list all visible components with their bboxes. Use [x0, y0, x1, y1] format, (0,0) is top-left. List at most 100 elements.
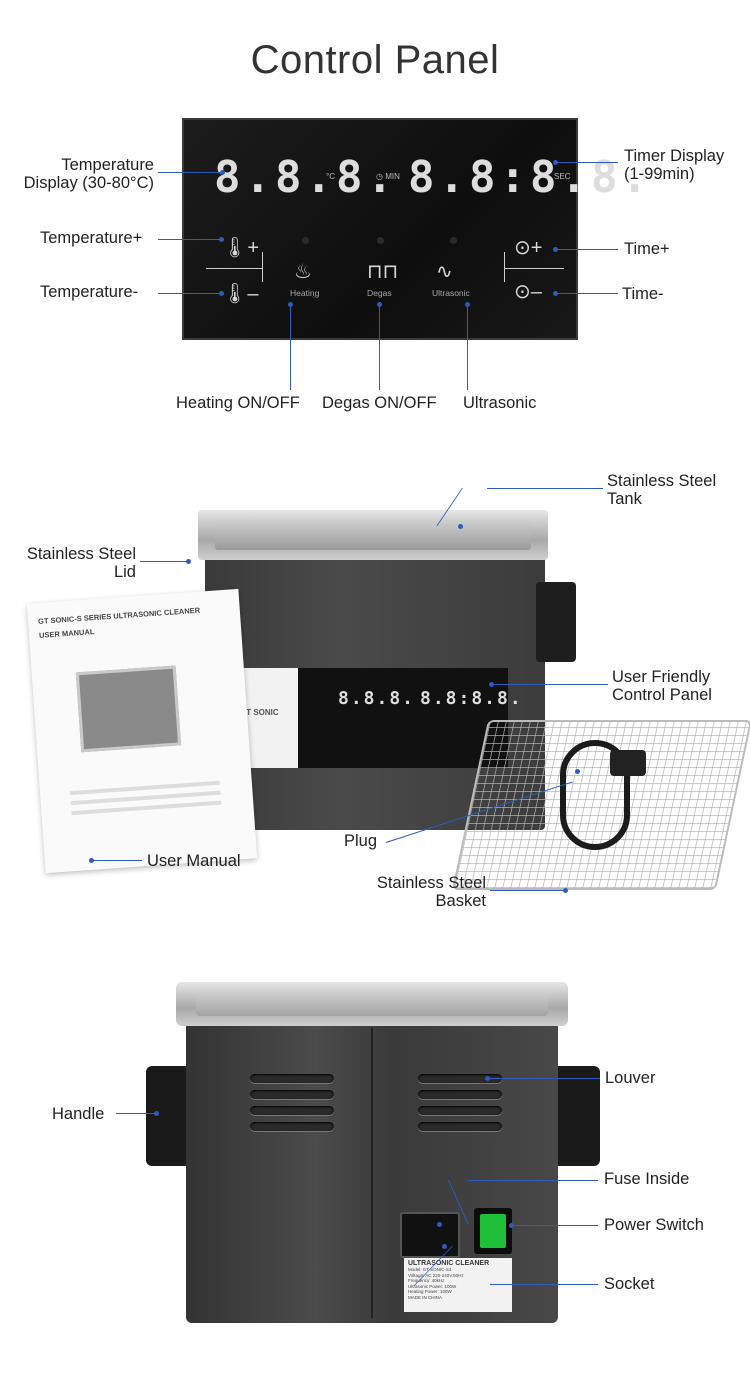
nameplate-title: ULTRASONIC CLEANER [408, 1260, 490, 1267]
nameplate-line: MADE IN CHINA [408, 1294, 443, 1300]
callout-dot [154, 1111, 159, 1116]
label-temperature-display: Temperature Display (30-80°C) [10, 156, 154, 192]
divider [504, 268, 564, 269]
time-plus-button[interactable]: ⊙+ [514, 238, 542, 258]
manual-heading: GT SONIC-S SERIES ULTRASONIC CLEANER [37, 605, 201, 626]
nameplate-line: Ultrasonic Power: 100W [408, 1283, 457, 1289]
callout-dot [219, 291, 224, 296]
label-plug: Plug [344, 832, 378, 850]
callout-dot [220, 170, 225, 175]
louver-slot [250, 1090, 334, 1099]
tank-opening [215, 520, 531, 550]
nameplate-line: Voltage: AC 220-240V,50Hz [408, 1272, 464, 1278]
divider [504, 252, 505, 282]
label-line: Stainless Steel [26, 545, 136, 563]
louver-slot [418, 1106, 502, 1115]
callout-dot [489, 682, 494, 687]
callout-line [158, 293, 222, 294]
time-minus-button[interactable]: ⊙– [514, 282, 542, 302]
callout-line [468, 1180, 598, 1181]
callout-dot [553, 247, 558, 252]
timer-digits: 8.8:8.8. [408, 152, 652, 203]
label-time-minus: Time- [622, 285, 664, 303]
nameplate-line: Frequency: 40kHz [408, 1278, 445, 1283]
sec-label: SEC [554, 172, 571, 181]
callout-line [492, 684, 608, 685]
temperature-minus-button[interactable]: 🌡︎– [222, 284, 259, 304]
callout-dot [553, 160, 558, 165]
temperature-unit: °C [326, 172, 335, 181]
label-louver: Louver [605, 1069, 656, 1087]
panel-seam [371, 1028, 373, 1318]
callout-line [556, 249, 618, 250]
divider [206, 268, 262, 269]
heating-icon: ♨ [294, 261, 312, 283]
thermometer-minus-icon: 🌡︎– [222, 283, 259, 305]
label-temperature-plus: Temperature+ [40, 229, 143, 247]
min-label: MIN [385, 172, 400, 181]
callout-line [116, 1113, 156, 1114]
ultrasonic-button[interactable]: ∿ [436, 262, 453, 282]
callout-line [158, 239, 222, 240]
thermometer-plus-icon: 🌡︎+ [222, 237, 260, 259]
louver-slot [418, 1090, 502, 1099]
callout-dot [575, 769, 580, 774]
label-line: Lid [113, 563, 136, 581]
callout-line [140, 561, 188, 562]
callout-line [556, 293, 618, 294]
power-switch-housing [474, 1208, 512, 1254]
label-user-manual: User Manual [147, 852, 241, 870]
callout-line [488, 1078, 600, 1079]
label-line: Stainless Steel [607, 472, 717, 490]
label-line: Tank [607, 490, 642, 508]
callout-dot [553, 291, 558, 296]
degas-led [377, 237, 384, 244]
label-power-switch: Power Switch [604, 1216, 704, 1234]
clock-plus-icon: ⊙+ [514, 237, 543, 259]
callout-dot [563, 888, 568, 893]
label-basket: Stainless Steel Basket [330, 874, 486, 910]
label-control-panel: User Friendly Control Panel [612, 668, 712, 704]
power-cord [560, 740, 630, 850]
plug [610, 750, 646, 776]
label-socket: Socket [604, 1275, 655, 1293]
left-handle [146, 1066, 192, 1166]
label-line: Display (30-80°C) [23, 174, 154, 192]
clock-icon: ◷ MIN [376, 172, 400, 181]
label-time-plus: Time+ [624, 240, 670, 258]
label-handle: Handle [52, 1105, 105, 1123]
louver-slot [418, 1074, 502, 1083]
label-heating: Heating ON/OFF [176, 394, 300, 412]
label-tank: Stainless Steel Tank [607, 472, 716, 508]
brand-logo: GT SONIC [240, 708, 279, 717]
heating-led [302, 237, 309, 244]
manual-product-photo [75, 665, 182, 753]
label-line: Control Panel [612, 686, 712, 704]
callout-line [490, 1284, 598, 1285]
divider [262, 252, 263, 282]
clock-minus-icon: ⊙– [514, 281, 542, 303]
degas-button[interactable]: ⊓⊓ [367, 262, 398, 282]
label-line: (1-99min) [624, 165, 695, 183]
power-socket[interactable] [400, 1212, 460, 1258]
label-timer-display: Timer Display (1-99min) [624, 147, 724, 183]
callout-dot [288, 302, 293, 307]
louver-slot [418, 1122, 502, 1131]
nameplate-line: Heating Power: 100W [408, 1289, 452, 1294]
heating-button[interactable]: ♨ [294, 262, 312, 282]
degas-wave-icon: ⊓⊓ [367, 261, 399, 283]
ultrasonic-led [450, 237, 457, 244]
label-line: Timer Display [624, 147, 725, 165]
temperature-plus-button[interactable]: 🌡︎+ [222, 238, 259, 258]
label-line: Basket [435, 892, 486, 910]
sine-wave-icon: ∿ [436, 261, 453, 283]
louver-slot [250, 1074, 334, 1083]
callout-line [379, 304, 380, 390]
callout-dot [89, 858, 94, 863]
callout-line [92, 860, 142, 861]
callout-line [512, 1225, 598, 1226]
power-switch[interactable] [480, 1214, 506, 1248]
callout-dot [219, 237, 224, 242]
callout-line [467, 304, 468, 390]
handle [536, 582, 576, 662]
